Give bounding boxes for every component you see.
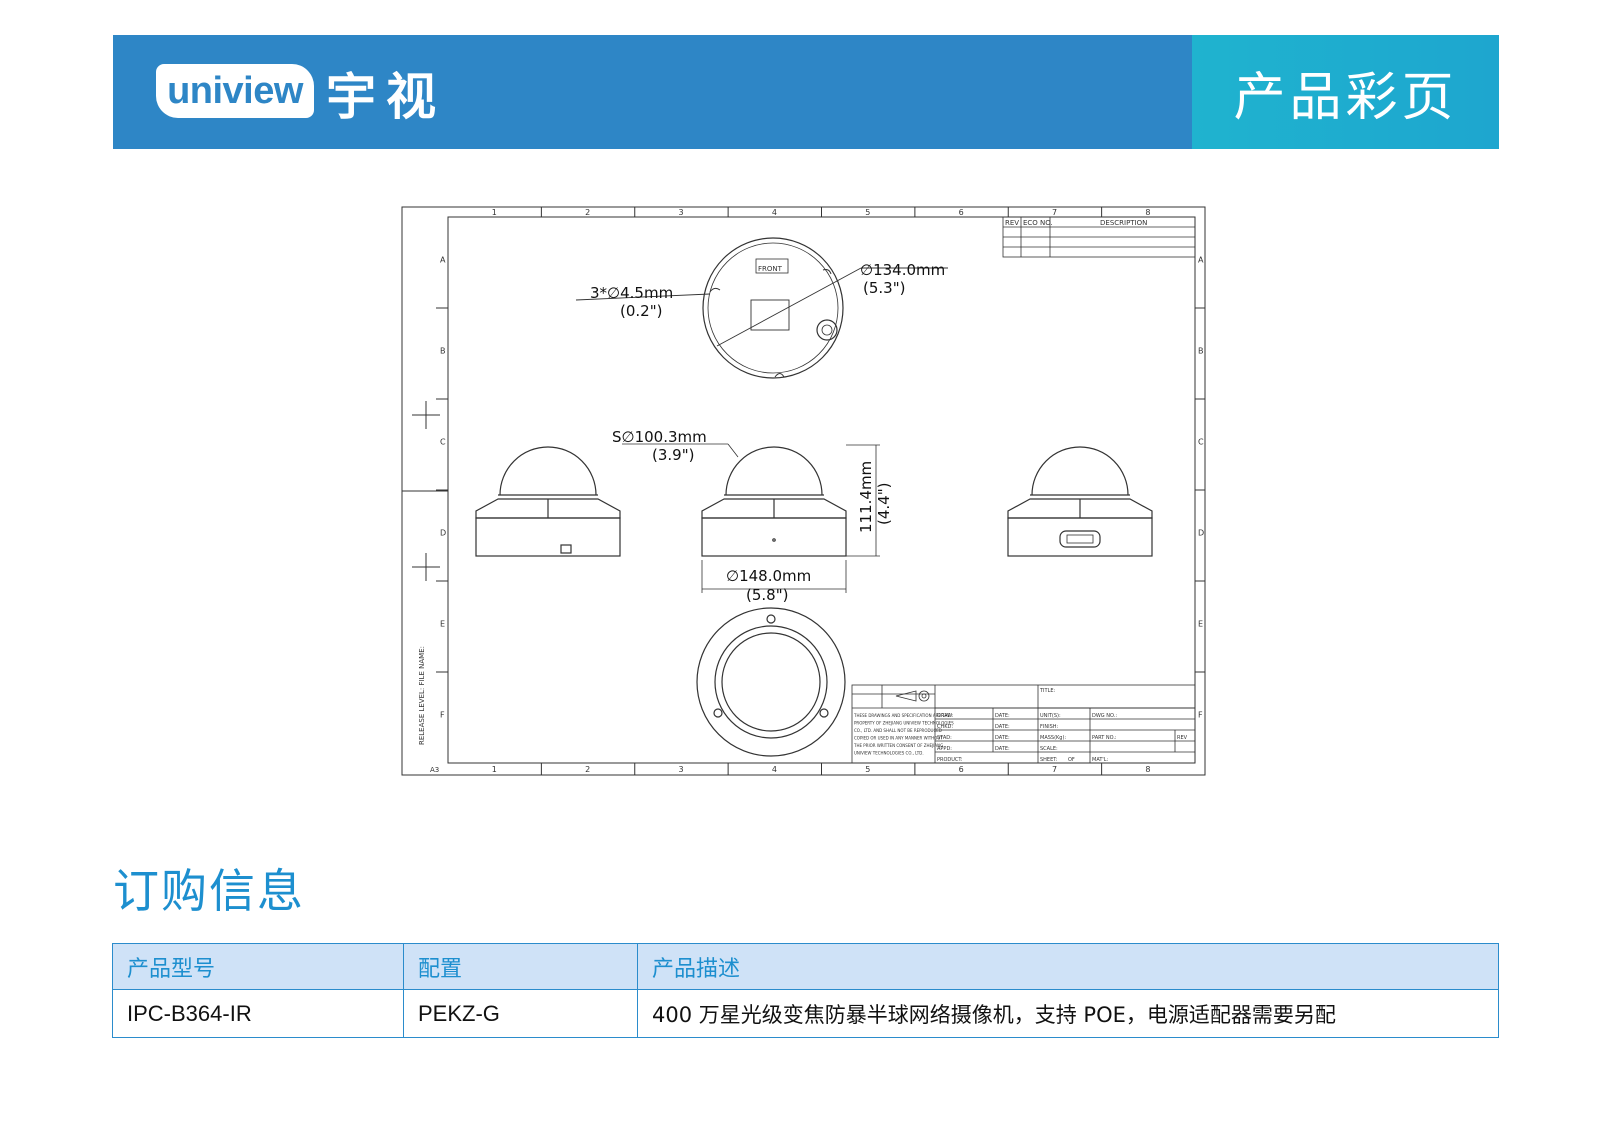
ordering-table: 产品型号 配置 产品描述 IPC-B364-IR PEKZ-G 400 万星光级…: [112, 943, 1499, 1038]
height-mm: 111.4mm: [857, 461, 875, 533]
title-block-label: CHKD:: [937, 724, 953, 730]
frame-row-label: D: [1198, 529, 1204, 538]
frame-row-label: A: [1198, 256, 1204, 265]
base-diameter-in: (5.3"): [863, 279, 905, 297]
frame-row-label: E: [440, 620, 445, 629]
logo-text: uniview: [167, 69, 303, 112]
dome-diameter-in: (3.9"): [652, 446, 694, 464]
title-block-label: STAD:: [937, 735, 952, 741]
side-view-left: [475, 446, 621, 557]
title-block-label: DATE:: [995, 746, 1010, 752]
mount-hole-in: (0.2"): [620, 302, 662, 320]
frame-col-label: 6: [959, 208, 964, 217]
dome-diameter-mm: S∅100.3mm: [612, 428, 707, 446]
width-in: (5.8"): [746, 586, 788, 604]
title-block-label: PART NO.:: [1092, 735, 1117, 741]
title-block-notice-line: CO., LTD. AND SHALL NOT BE REPRODUCED: [854, 728, 942, 733]
top-view: [575, 237, 948, 379]
title-block-label: PRODUCT:: [937, 757, 963, 763]
section-title-ordering: 订购信息: [113, 864, 305, 918]
frame-col-label: 7: [1052, 765, 1057, 774]
frame-row-label: C: [1198, 438, 1204, 447]
frame-col-label: 8: [1145, 208, 1150, 217]
title-block-label: MAT'L:: [1092, 757, 1109, 763]
front-label: FRONT: [758, 265, 783, 273]
title-block-label: OF: [1068, 757, 1075, 763]
title-block-label: MASS(Kg):: [1040, 735, 1066, 741]
frame-col-label: 4: [772, 765, 777, 774]
frame-col-label: 2: [585, 765, 590, 774]
frame-col-label: 1: [492, 208, 497, 217]
frame-row-label: B: [1198, 347, 1204, 356]
frame-col-label: 8: [1145, 765, 1150, 774]
description-header: DESCRIPTION: [1100, 219, 1147, 227]
frame-row-label: A: [440, 256, 446, 265]
title-block-label: DATE:: [995, 713, 1010, 719]
frame-col-label: 4: [772, 208, 777, 217]
frame-col-label: 1: [492, 765, 497, 774]
title-block-label: SHEET:: [1040, 757, 1058, 763]
side-view-center: [622, 443, 880, 593]
title-block-notice-line: PROPERTY OF ZHEJIANG UNIVIEW TECHNOLOGIE…: [854, 721, 954, 726]
bottom-view: [696, 607, 846, 757]
title-block-label: SCALE:: [1040, 746, 1058, 752]
header-title-panel: 产品彩页: [1192, 35, 1499, 149]
frame-row-label: D: [440, 529, 446, 538]
header-banner: uniview 宇视 产品彩页: [113, 35, 1499, 149]
sheet-size: A3: [430, 766, 439, 774]
title-block-notice-line: UNIVIEW TECHNOLOGIES CO., LTD.: [854, 751, 924, 756]
frame-col-label: 3: [678, 765, 683, 774]
table-row: IPC-B364-IR PEKZ-G 400 万星光级变焦防暴半球网络摄像机，支…: [112, 989, 1499, 1038]
frame-col-label: 2: [585, 208, 590, 217]
frame-row-label: E: [1198, 620, 1203, 629]
frame-col-label: 6: [959, 765, 964, 774]
rev-header: REV: [1005, 219, 1019, 227]
title-block-notice-line: COPIED OR USED IN ANY MANNER WITHOUT: [854, 736, 943, 741]
tb-title: TITLE:: [1039, 688, 1056, 694]
title-block-label: UNIT(S):: [1040, 713, 1061, 719]
frame-col-label: 5: [865, 765, 870, 774]
frame-row-label: F: [440, 711, 445, 720]
col-header-model: 产品型号: [112, 943, 404, 990]
cell-config: PEKZ-G: [403, 989, 638, 1038]
registration-marks: [402, 401, 448, 581]
frame-row-label: B: [440, 347, 446, 356]
title-block-label: FINISH:: [1040, 724, 1058, 730]
frame-col-label: 5: [865, 208, 870, 217]
height-in: (4.4"): [875, 483, 893, 525]
cell-model: IPC-B364-IR: [112, 989, 404, 1038]
title-block-label: REV: [1177, 735, 1188, 741]
frame-col-label: 7: [1052, 208, 1057, 217]
frame-row-label: C: [440, 438, 446, 447]
logo-chinese-name: 宇视: [326, 68, 446, 126]
cell-description: 400 万星光级变焦防暴半球网络摄像机，支持 POE，电源适配器需要另配: [637, 989, 1499, 1038]
eco-header: ECO NO.: [1023, 219, 1053, 227]
title-block-label: APPD:: [937, 746, 952, 752]
frame-col-label: 3: [678, 208, 683, 217]
side-view-right: [1007, 446, 1153, 557]
title-block-notice-line: THE PRIOR WRITTEN CONSENT OF ZHEJIANG: [853, 743, 943, 748]
width-mm: ∅148.0mm: [726, 567, 811, 585]
title-block-label: DATE:: [995, 724, 1010, 730]
side-label: RELEASE LEVEL: FILE NAME:: [418, 646, 426, 745]
title-block: TITLE: DRAW: DATE: UNIT(S): DWG NO.: CHKD: DA…: [851, 684, 1196, 764]
revision-table: REV ECO NO. DESCRIPTION: [1002, 216, 1196, 258]
mount-hole-mm: 3*∅4.5mm: [590, 284, 673, 302]
table-header-row: 产品型号 配置 产品描述: [112, 943, 1499, 990]
uniview-logo: uniview: [156, 64, 314, 118]
title-block-label: DATE:: [995, 735, 1010, 741]
page-title: 产品彩页: [1233, 67, 1458, 128]
col-header-config: 配置: [403, 943, 638, 990]
title-block-notice-line: THESE DRAWINGS AND SPECIFICATION ARE THE: [853, 713, 951, 718]
base-diameter-mm: ∅134.0mm: [860, 261, 945, 279]
dimension-drawing: 1 1 2 2 3 3 4 4 5 5 6 6 7 7 8 8 A A B B C C D D E E F F RELEASE LE…: [401, 206, 1206, 776]
title-block-label: DWG NO.:: [1092, 713, 1117, 719]
title-block-label: DRAW:: [937, 713, 954, 719]
frame-row-label: F: [1198, 711, 1203, 720]
col-header-description: 产品描述: [637, 943, 1499, 990]
